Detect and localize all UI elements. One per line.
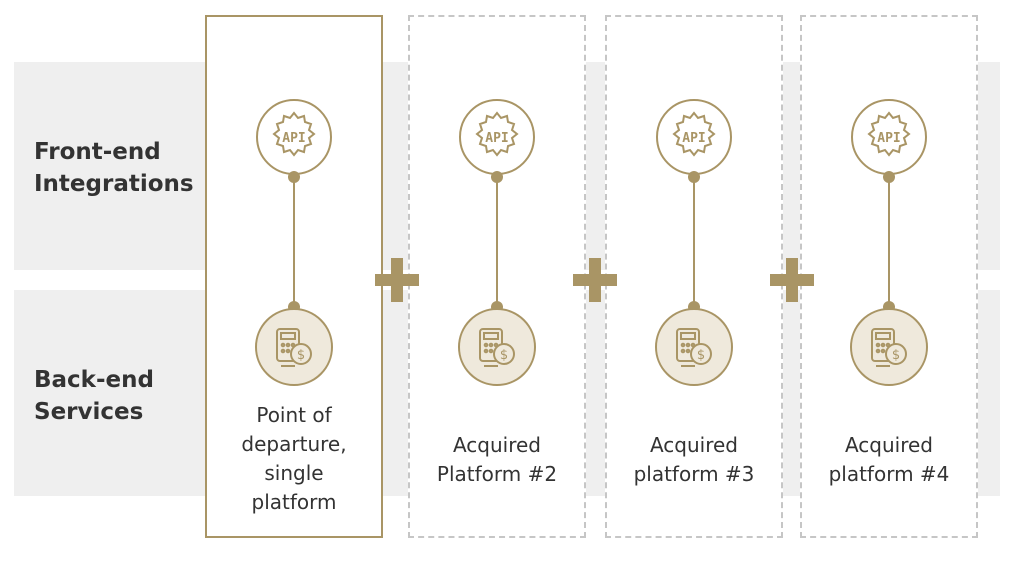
back-end-services-label: Back-end Services: [34, 367, 154, 425]
calculator-coin-icon: $: [655, 308, 733, 386]
plus-icon: [573, 258, 617, 302]
column-3-caption: Acquired platform #3: [633, 433, 755, 486]
front-end-integrations-label: Front-end Integrations: [34, 139, 194, 197]
svg-text:$: $: [892, 348, 900, 363]
api-text: API: [485, 131, 508, 146]
calculator-coin-icon: $: [458, 308, 536, 386]
api-gear-icon: API: [851, 99, 927, 175]
connector-line: [693, 177, 695, 307]
connector-line: [496, 177, 498, 307]
svg-text:$: $: [697, 348, 705, 363]
connector-line: [888, 177, 890, 307]
platform-column-1: API $ Point of departure, single platfor…: [205, 15, 383, 538]
api-gear-icon: API: [459, 99, 535, 175]
column-1-caption: Point of departure, single platform: [241, 403, 347, 514]
platform-column-3: API $ Acquired platform #3: [605, 15, 783, 538]
platform-column-2: API $ Acquired Platform #2: [408, 15, 586, 538]
connector-line: [293, 177, 295, 307]
api-text: API: [877, 131, 900, 146]
calculator-coin-icon: $: [255, 308, 333, 386]
plus-icon: [770, 258, 814, 302]
api-text: API: [282, 131, 305, 146]
svg-text:$: $: [500, 348, 508, 363]
calculator-coin-icon: $: [850, 308, 928, 386]
plus-icon: [375, 258, 419, 302]
column-2-caption: Acquired Platform #2: [436, 433, 558, 486]
platform-column-4: API $ Acquired platform #4: [800, 15, 978, 538]
column-4-caption: Acquired platform #4: [828, 433, 950, 486]
api-gear-icon: API: [256, 99, 332, 175]
svg-text:$: $: [297, 348, 305, 363]
api-gear-icon: API: [656, 99, 732, 175]
api-text: API: [682, 131, 705, 146]
